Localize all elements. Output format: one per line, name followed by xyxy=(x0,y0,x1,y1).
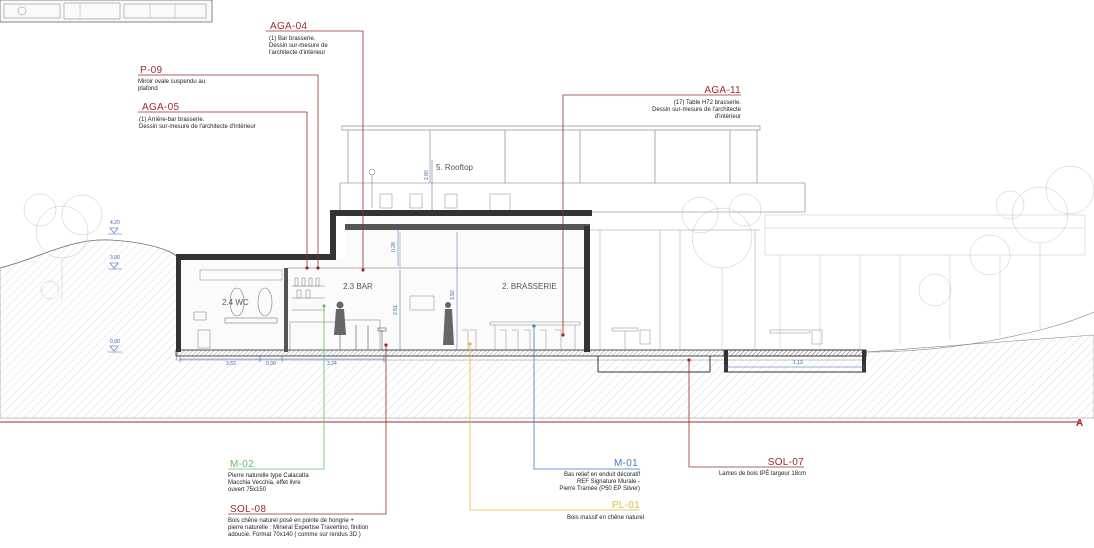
annotation-text: l'architecte d'intérieur xyxy=(269,50,325,56)
level-marker: 4.20 xyxy=(108,220,122,235)
annotation-text: d'intérieur xyxy=(715,114,741,120)
dimension-value-vertical: 2.51 xyxy=(393,305,399,315)
room-label-rooftop: 5. Rooftop xyxy=(436,163,473,172)
room-label-brasserie: 2. BRASSERIE xyxy=(502,282,557,291)
annotation-text: Pierre naturelle type Calacatta xyxy=(228,473,309,479)
annotation-aga-11: AGA-11 (17) Table H72 brasserie. Dessin … xyxy=(652,85,742,120)
annotation-code: PL-01 xyxy=(612,500,640,511)
annotation-text: ouvert 75x150 xyxy=(228,487,267,493)
annotation-code: AGA-11 xyxy=(704,85,741,96)
annotation-sol-08: SOL-08 Bois chêne naturel posé en pointe… xyxy=(228,504,368,538)
annotation-text: Dessin sur-mesure de l'architecte xyxy=(652,107,742,113)
annotation-text: Macchia Vecchia, effet livre xyxy=(228,480,301,486)
svg-text:0.00: 0.00 xyxy=(110,339,120,345)
building-section xyxy=(175,210,867,373)
room-label-wc: 2.4 WC xyxy=(222,298,249,307)
leader-lines xyxy=(138,30,804,515)
annotation-m-01: M-01 Bas relief en enduit décoratif REF … xyxy=(559,458,640,492)
annotation-text: pierre naturelle : Mineral Expertise Tra… xyxy=(228,525,368,531)
svg-text:4.20: 4.20 xyxy=(110,220,120,226)
dimension-value: 3.24 xyxy=(327,361,337,367)
annotation-code: AGA-04 xyxy=(270,21,308,32)
annotation-code: M-01 xyxy=(614,458,638,469)
dimension-lines-vertical xyxy=(397,160,458,350)
dimension-value-vertical: 3.92 xyxy=(450,290,456,300)
annotation-code: P-09 xyxy=(140,65,162,76)
annotation-code: M-02 xyxy=(230,459,254,470)
annotation-pl-01: PL-01 Bois massif en chêne naturel xyxy=(567,500,644,521)
section-marker: A xyxy=(1076,418,1084,429)
annotation-text: (1) Bar brasserie. xyxy=(269,36,316,42)
annotation-text: Dessin sur-mesure de l'architecte d'inté… xyxy=(139,124,256,130)
dimension-line-horizontal xyxy=(179,356,865,370)
annotation-aga-04: AGA-04 (1) Bar brasserie. Dessin sur-mes… xyxy=(269,21,328,56)
dimension-value: 3.53 xyxy=(226,361,236,367)
level-marker: 0.00 xyxy=(108,339,122,353)
annotation-text: plafond xyxy=(138,86,158,92)
annotation-text: adoucie. Format 70x140 ( comme sur rendu… xyxy=(228,532,361,538)
svg-text:3.00: 3.00 xyxy=(110,255,120,261)
terrain xyxy=(0,239,1094,423)
annotation-sol-07: SOL-07 Lames de bois IPÉ largeur 18cm xyxy=(719,457,806,477)
key-plan-thumbnail xyxy=(0,0,213,23)
dimension-value-vertical: 0.28 xyxy=(391,242,397,252)
annotation-text: REF Signature Murale - xyxy=(577,479,640,485)
annotation-p-09: P-09 Miroir ovale suspendu au plafond xyxy=(138,65,205,92)
leader-endpoints xyxy=(305,266,691,362)
level-marker: 3.00 xyxy=(108,255,122,270)
annotation-text: Miroir ovale suspendu au xyxy=(138,79,205,85)
annotation-code: SOL-08 xyxy=(230,504,266,515)
rooftop-pergola xyxy=(339,125,806,213)
annotation-text: Bois massif en chêne naturel xyxy=(567,515,644,521)
dimension-value-vertical: 2.80 xyxy=(424,170,430,180)
annotation-code: SOL-07 xyxy=(768,457,804,468)
annotation-text: (17) Table H72 brasserie. xyxy=(674,100,742,106)
annotation-text: (1) Arrière-bar brasserie. xyxy=(139,117,205,123)
background-vegetation xyxy=(23,165,1094,350)
annotation-text: Bois chêne naturel posé en pointe de hon… xyxy=(228,518,354,524)
annotation-aga-05: AGA-05 (1) Arrière-bar brasserie. Dessin… xyxy=(139,102,256,130)
annotation-text: Bas relief en enduit décoratif xyxy=(564,472,640,478)
level-markers: 4.20 3.00 0.00 xyxy=(108,220,122,353)
annotation-text: Pierre Tramée (P50 EP Silver) xyxy=(559,486,640,492)
dimension-value: 0.30 xyxy=(266,361,276,367)
annotation-text: Dessin sur-mesure de xyxy=(269,43,328,49)
room-label-bar: 2.3 BAR xyxy=(343,282,373,291)
dimension-value: 1.13 xyxy=(793,360,803,366)
annotation-m-02: M-02 Pierre naturelle type Calacatta Mac… xyxy=(228,459,309,493)
annotation-text: Lames de bois IPÉ largeur 18cm xyxy=(719,470,806,477)
annotation-code: AGA-05 xyxy=(142,102,180,113)
